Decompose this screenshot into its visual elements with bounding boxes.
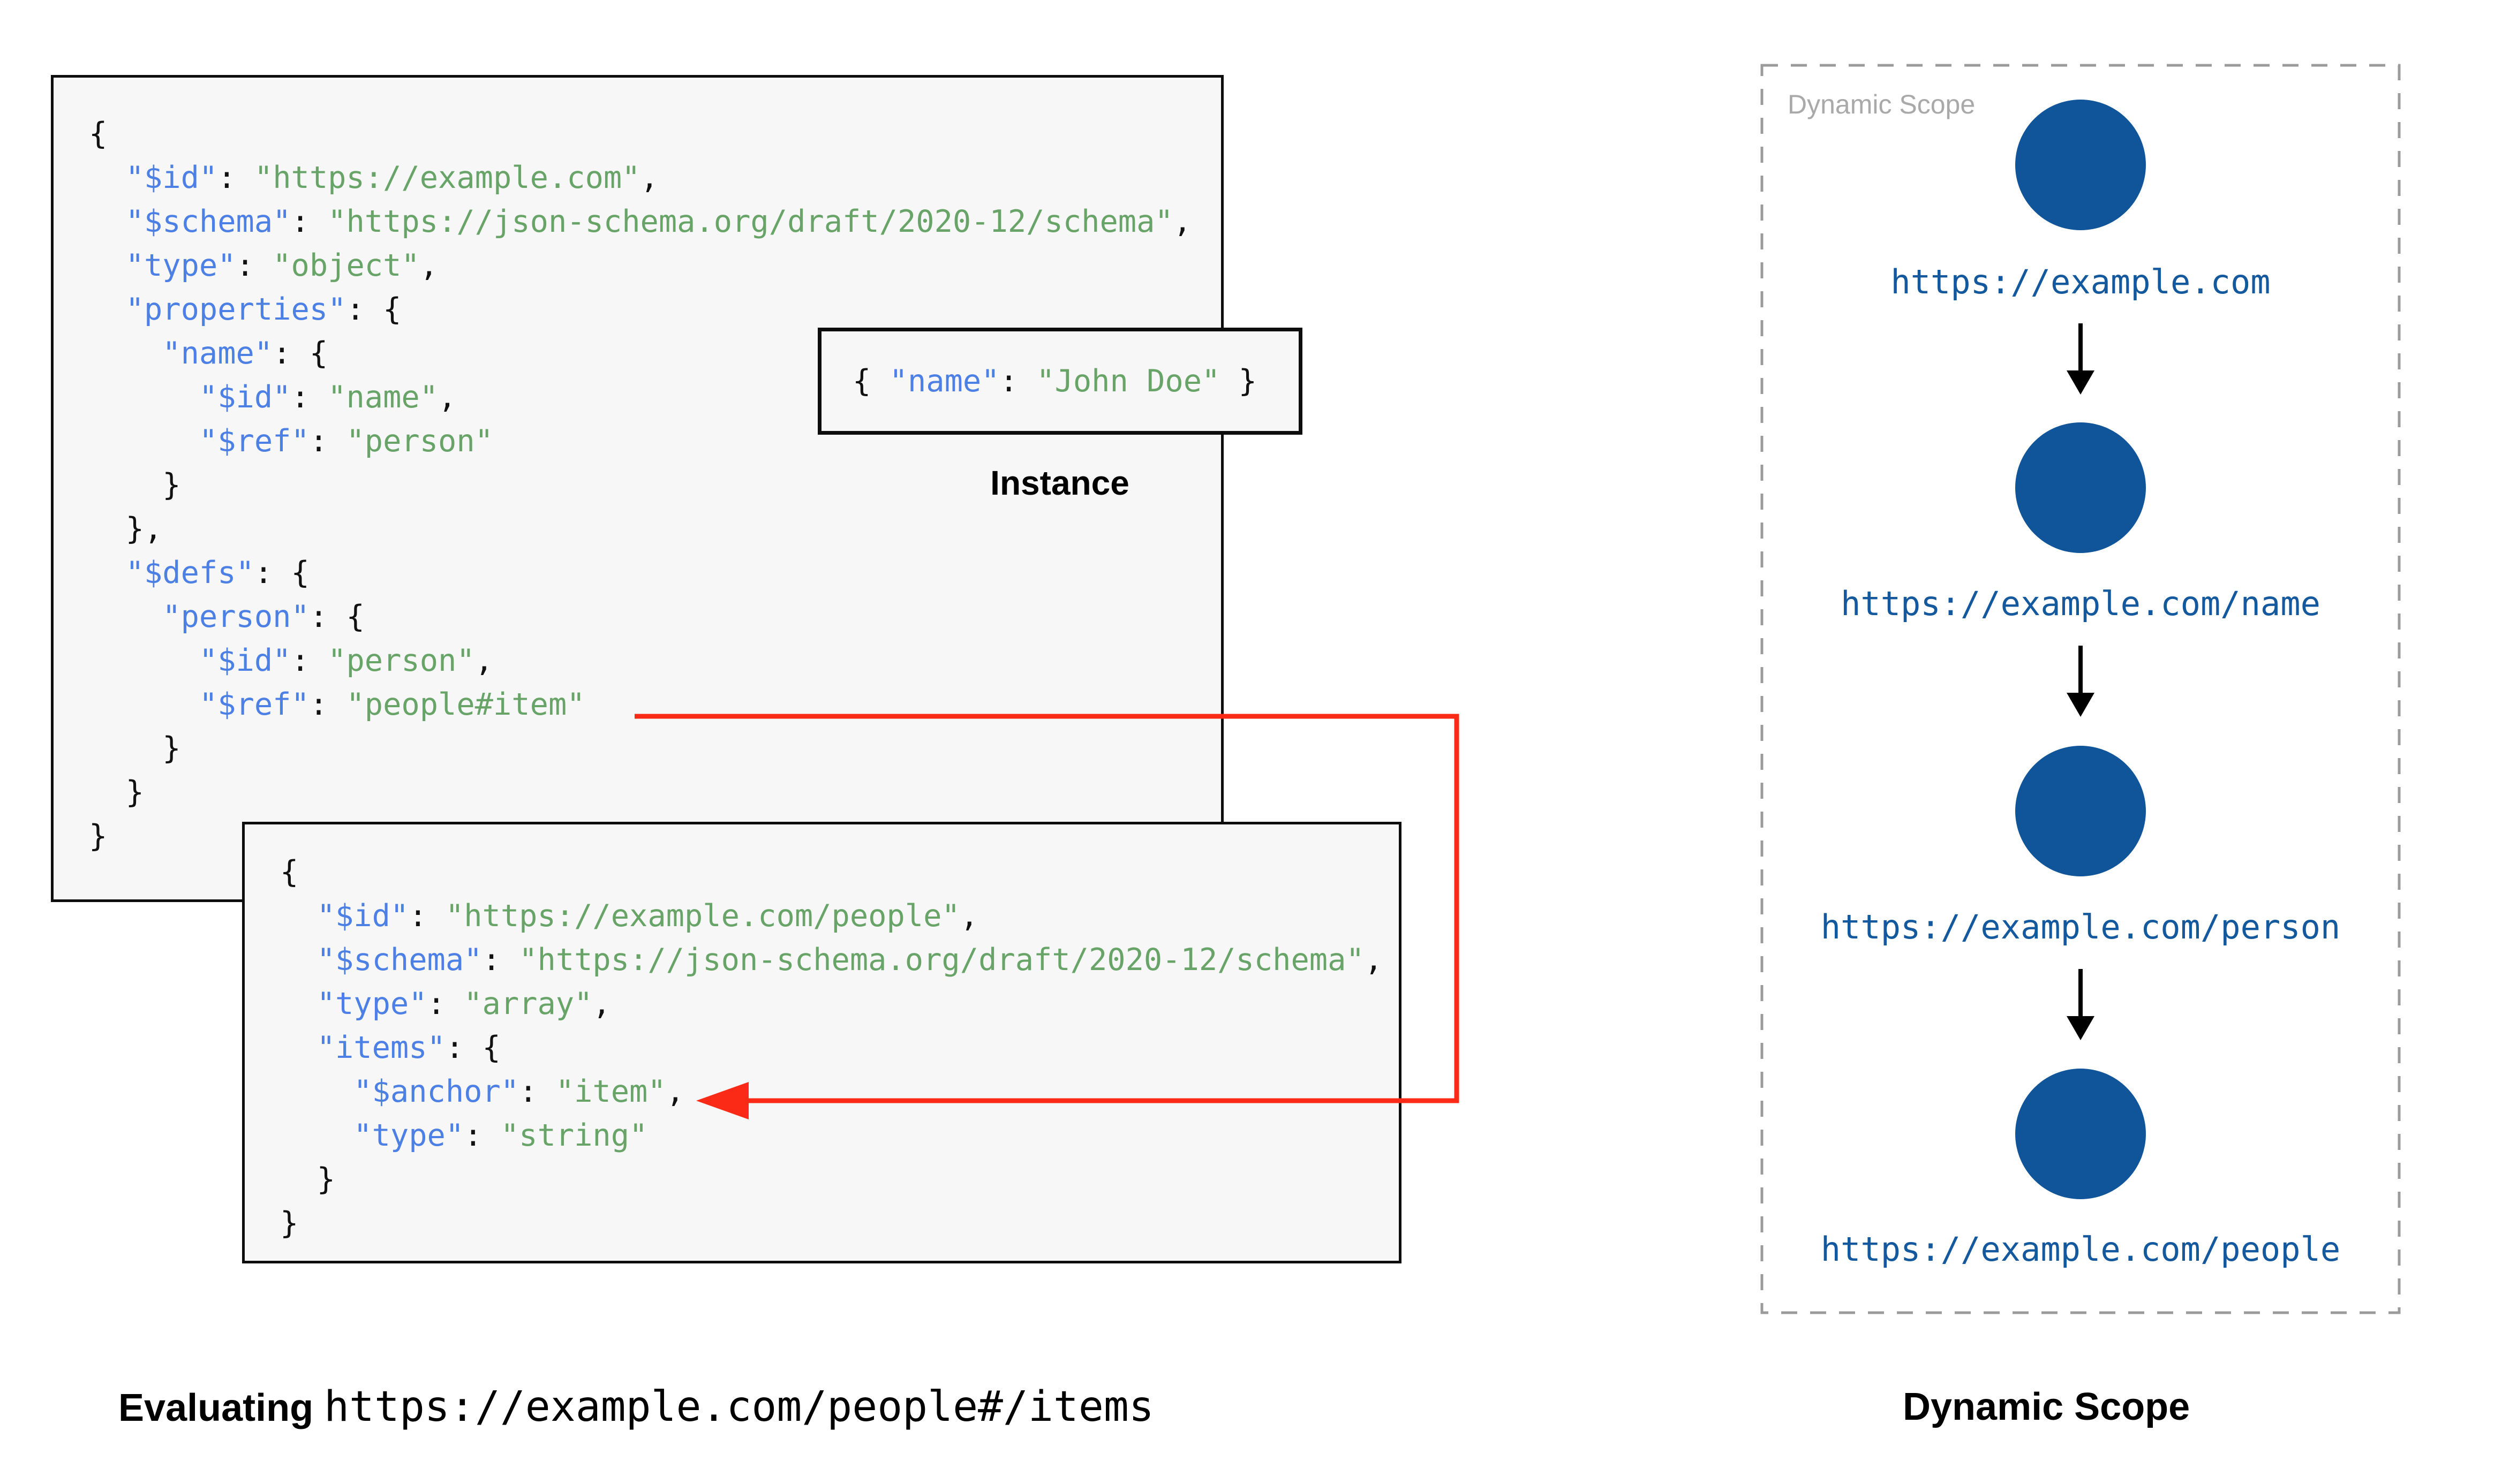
scope-node-url-4: https://example.com/people: [1820, 1230, 2341, 1269]
dynamic-scope-caption: Dynamic Scope: [1903, 1385, 2190, 1428]
scope-node-circle-1: [2015, 100, 2146, 230]
down-arrow-icon: [2067, 646, 2094, 717]
scope-node-url-3: https://example.com/person: [1820, 907, 2341, 947]
evaluating-label: Evaluating: [118, 1387, 314, 1429]
instance-box: { "name": "John Doe" }: [818, 328, 1302, 435]
scope-node-url-1: https://example.com: [1890, 262, 2271, 301]
dynamic-scope-watermark: Dynamic Scope: [1788, 89, 1976, 119]
people-schema-box: { "$id": "https://example.com/people", "…: [242, 822, 1401, 1263]
instance-caption: Instance: [990, 464, 1129, 502]
down-arrow-icon: [2067, 323, 2094, 395]
outer-schema-code: { "$id": "https://example.com", "$schema…: [89, 116, 1192, 854]
instance-code: { "name": "John Doe" }: [853, 364, 1257, 399]
scope-node-url-2: https://example.com/name: [1841, 584, 2320, 623]
people-schema-code: { "$id": "https://example.com/people", "…: [280, 854, 1383, 1241]
scope-node-circle-4: [2015, 1069, 2146, 1199]
evaluating-uri: https://example.com/people#/items: [324, 1383, 1154, 1431]
evaluating-caption: Evaluating https://example.com/people#/i…: [118, 1380, 1154, 1435]
down-arrow-icon: [2067, 969, 2094, 1040]
scope-node-circle-3: [2015, 746, 2146, 876]
scope-node-circle-2: [2015, 422, 2146, 553]
